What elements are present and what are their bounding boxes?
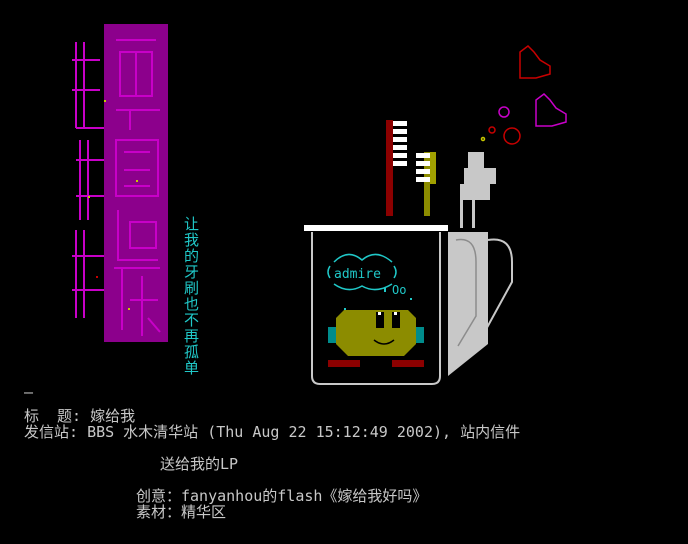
- vertical-caption: 让我的牙刷也不再孤单: [183, 215, 199, 377]
- cup: [304, 225, 513, 385]
- bubble-trail: Oo: [392, 283, 406, 297]
- thought-bubble: [327, 253, 397, 291]
- source-label: 发信站:: [24, 423, 88, 441]
- purple-title-banner: [72, 24, 168, 342]
- red-toothbrush: [386, 120, 407, 216]
- post-source: BBS 水木清华站 (Thu Aug 22 15:12:49 2002), 站内…: [87, 423, 521, 441]
- grey-toothbrush: [460, 152, 496, 228]
- material-line: 素材：精华区: [136, 503, 227, 521]
- post-title: 嫁给我: [90, 407, 136, 425]
- title-label: 标 题:: [24, 407, 91, 425]
- post-title-row: 标 题: 嫁给我: [24, 408, 135, 424]
- heart-icon: [519, 45, 551, 79]
- face-character: [328, 310, 424, 367]
- post-source-row: 发信站: BBS 水木清华站 (Thu Aug 22 15:12:49 2002…: [24, 424, 520, 440]
- ascii-art-picture: admire Oo: [72, 24, 567, 385]
- heart-icon: [535, 93, 567, 127]
- dedication-line: 送给我的LP: [160, 455, 239, 473]
- separator-line: —: [24, 383, 34, 401]
- olive-toothbrush: [416, 152, 436, 216]
- bubbles: [480, 106, 521, 145]
- bubble-dots: [344, 288, 412, 311]
- credit-line: 创意：fanyanhou的flash《嫁给我好吗》: [136, 487, 428, 505]
- bubble-word: admire: [334, 267, 381, 282]
